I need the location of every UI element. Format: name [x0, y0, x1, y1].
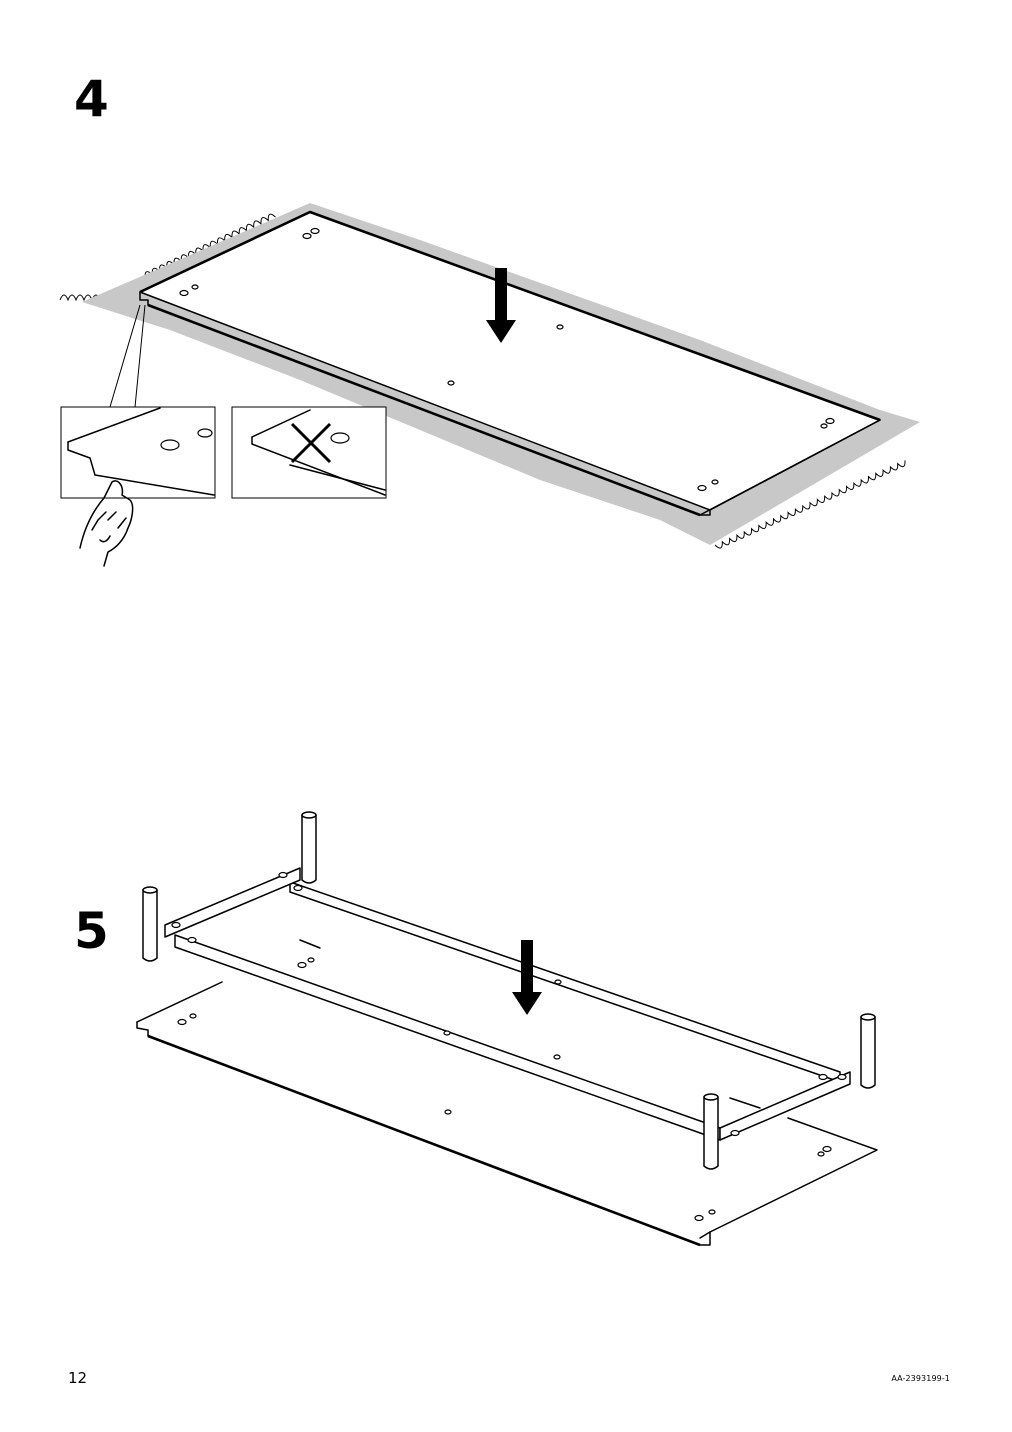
- tabletop-panel-step5: [136, 939, 878, 1247]
- document-code: AA-2393199-1: [891, 1374, 950, 1383]
- cross-icon: [290, 422, 332, 464]
- step-4-number: 4: [74, 70, 109, 128]
- hand-icon: [79, 480, 134, 567]
- tabletop-panel: [139, 210, 881, 517]
- step-5-illustration: [136, 811, 878, 1247]
- detail-correct-box: [60, 406, 216, 499]
- leg-frame: [142, 811, 876, 1170]
- page-number: 12: [68, 1369, 88, 1387]
- step-5-number: 5: [74, 902, 109, 960]
- down-arrow-icon-step5: [512, 940, 542, 1015]
- down-arrow-icon: [486, 268, 516, 343]
- detail-incorrect-box: [231, 406, 387, 499]
- step-4-illustration: [59, 203, 920, 567]
- rug-fringe-bottom: [714, 460, 906, 549]
